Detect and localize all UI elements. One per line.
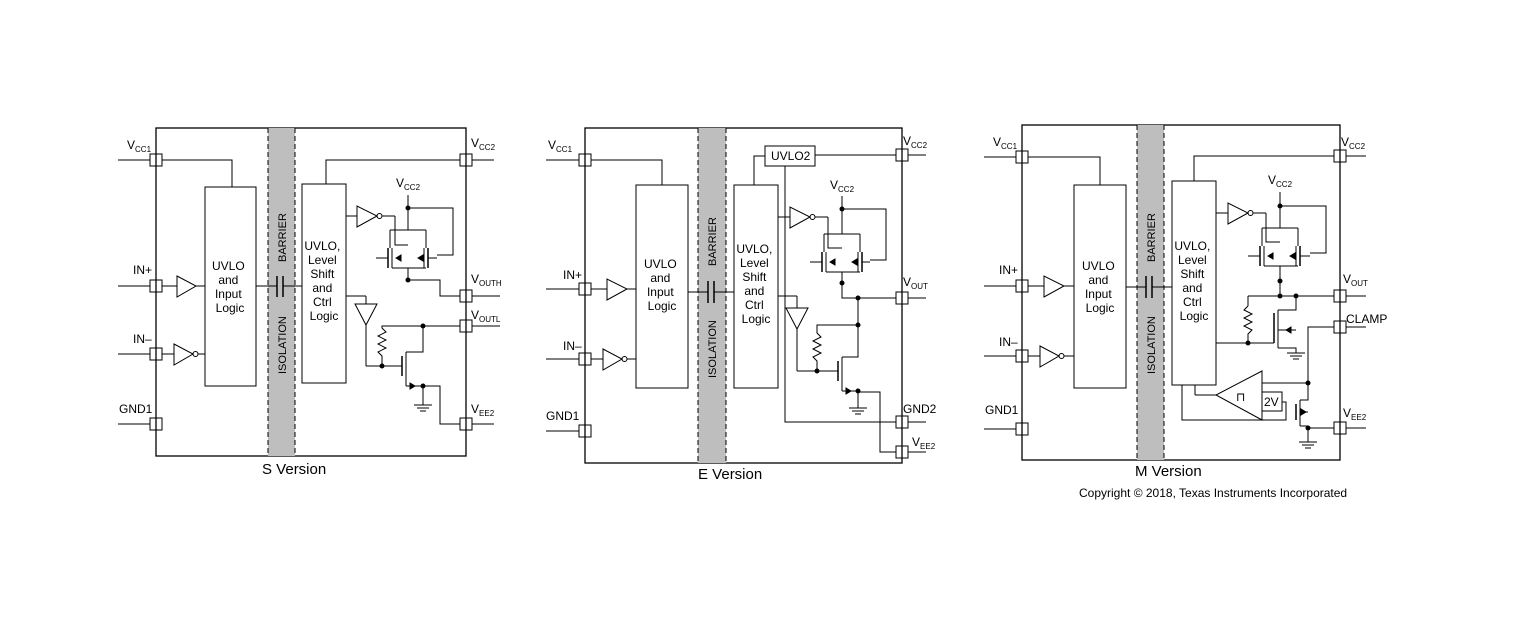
e-resistor — [811, 324, 858, 371]
m-in-plus-label: IN+ — [999, 263, 1018, 277]
s-predriver-inverter — [356, 205, 379, 228]
e-uvlo2-text: UVLO2 — [771, 149, 811, 163]
copyright-notice: Copyright © 2018, Texas Instruments Inco… — [1079, 486, 1347, 500]
m-vee2-label: VEE2 — [1343, 406, 1367, 422]
e-isolation-label: ISOLATION — [707, 320, 719, 378]
m-level-shift-ctrl-text: UVLO, Level Shift and Ctrl Logic — [1174, 239, 1213, 323]
s-vee2-label: VEE2 — [471, 402, 495, 418]
e-in-minus-inverter — [602, 348, 624, 371]
e-in-plus-label: IN+ — [563, 268, 582, 282]
m-vout-label: VOUT — [1343, 272, 1368, 288]
e-uvlo-input-logic-text: UVLO and Input Logic — [644, 257, 680, 313]
s-uvlo-input-logic-text: UVLO and Input Logic — [212, 259, 248, 315]
m-vcc2-node-label: VCC2 — [1268, 173, 1293, 189]
s-vcc2-label: VCC2 — [471, 136, 496, 152]
e-vout-label: VOUT — [903, 275, 928, 291]
s-in-minus-inverter — [173, 343, 195, 366]
m-version-diagram: BARRIER ISOLATION UVLO and Input Logic U… — [984, 124, 1387, 500]
m-resistor — [1242, 305, 1254, 343]
s-vcc2-node-label: VCC2 — [396, 176, 421, 192]
m-package-outline — [1021, 124, 1341, 461]
e-version-caption: E Version — [698, 466, 762, 483]
e-low-side-buffer — [785, 307, 809, 331]
m-clamp-label: CLAMP — [1346, 312, 1387, 326]
e-predriver-inverter — [789, 206, 812, 229]
m-predriver-inverter — [1227, 202, 1250, 225]
s-low-side-buffer — [354, 303, 378, 327]
s-resistor — [376, 325, 423, 366]
s-in-plus-label: IN+ — [133, 263, 152, 277]
s-barrier-label: BARRIER — [277, 213, 289, 262]
m-barrier-label: BARRIER — [1146, 213, 1158, 262]
e-gnd1-label: GND1 — [546, 409, 580, 423]
s-package-outline — [155, 127, 467, 457]
m-in-minus-label: IN– — [999, 335, 1018, 349]
e-vee2-label: VEE2 — [912, 435, 936, 451]
e-vcc2-node-label: VCC2 — [830, 178, 855, 194]
m-isolation-barrier — [1137, 125, 1164, 460]
m-uvlo-input-logic-text: UVLO and Input Logic — [1082, 259, 1118, 315]
m-gnd1-label: GND1 — [985, 403, 1019, 417]
s-voutl-label: VOUTL — [471, 308, 501, 324]
s-version-caption: S Version — [262, 461, 326, 478]
e-version-diagram: BARRIER ISOLATION UVLO and Input Logic U… — [546, 127, 937, 483]
m-isolation-label: ISOLATION — [1146, 316, 1158, 374]
s-level-shift-ctrl-block — [301, 183, 347, 384]
e-vcc1-label: VCC1 — [548, 138, 573, 154]
e-level-shift-ctrl-text: UVLO, Level Shift and Ctrl Logic — [736, 242, 775, 326]
m-version-caption: M Version — [1135, 463, 1202, 480]
s-level-shift-ctrl-text: UVLO, Level Shift and Ctrl Logic — [304, 239, 343, 323]
e-barrier-label: BARRIER — [707, 217, 719, 266]
e-level-shift-ctrl-block — [733, 184, 779, 389]
s-isolation-label: ISOLATION — [277, 316, 289, 374]
s-isolation-barrier — [268, 128, 295, 456]
e-isolation-barrier — [698, 128, 726, 463]
e-in-minus-label: IN– — [563, 339, 582, 353]
s-version-diagram: BARRIER ISOLATION UVLO and Input Logic U… — [118, 127, 502, 478]
s-vcc1-label: VCC1 — [127, 138, 152, 154]
s-in-plus-buffer — [176, 275, 198, 298]
m-2v-reference-label: 2V — [1264, 395, 1279, 409]
e-gnd2-label: GND2 — [903, 402, 937, 416]
m-vcc2-label: VCC2 — [1341, 135, 1366, 151]
m-in-plus-buffer — [1043, 275, 1066, 298]
m-comparator-hysteresis-icon: ⊓ — [1236, 390, 1245, 404]
s-gnd1-label: GND1 — [119, 402, 153, 416]
m-in-minus-inverter — [1039, 345, 1061, 368]
e-vcc2-label: VCC2 — [903, 134, 928, 150]
s-vouth-label: VOUTH — [471, 272, 502, 288]
s-in-minus-label: IN– — [133, 332, 152, 346]
m-vcc1-label: VCC1 — [993, 135, 1018, 151]
e-in-plus-buffer — [606, 278, 629, 301]
